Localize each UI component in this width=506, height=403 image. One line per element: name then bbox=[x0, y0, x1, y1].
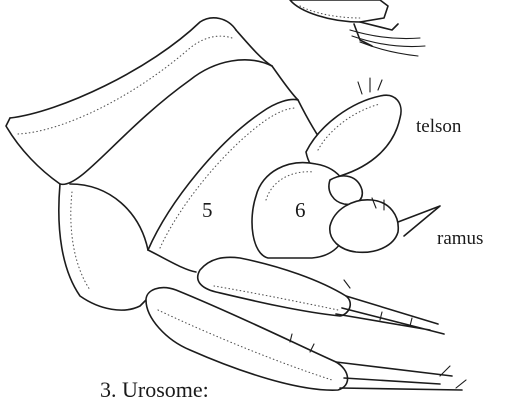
telson bbox=[306, 78, 401, 177]
segment-6-label: 6 bbox=[295, 198, 306, 223]
segment-5-label: 5 bbox=[202, 198, 213, 223]
telson-label: telson bbox=[416, 116, 461, 138]
upper-appendage bbox=[290, 0, 425, 56]
anterior-segment bbox=[6, 18, 272, 184]
ramus bbox=[329, 176, 440, 252]
ramus-label: ramus bbox=[437, 228, 483, 250]
figure-caption: 3. Urosome: bbox=[100, 377, 209, 403]
